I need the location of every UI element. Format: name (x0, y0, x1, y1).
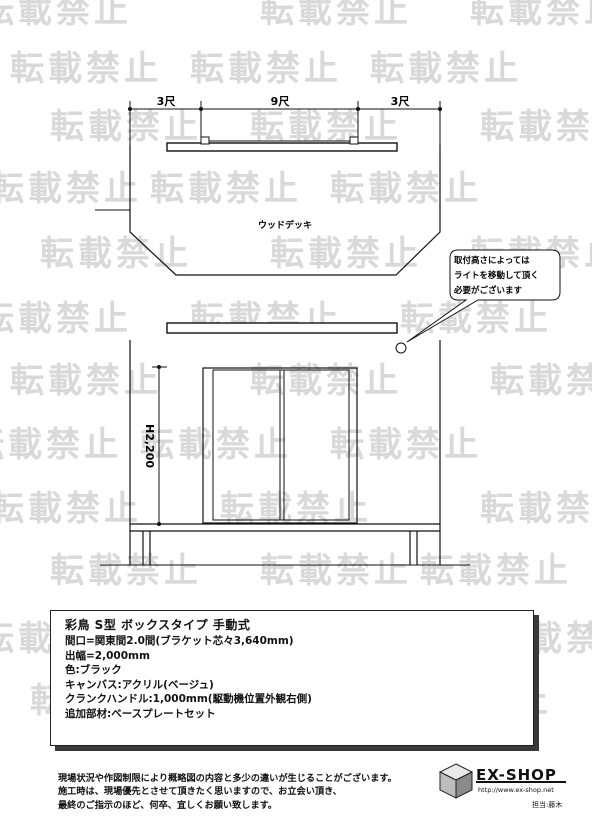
logo-url: http://www.ex-shop.net (478, 786, 554, 794)
watermark-text: 転載禁止 (420, 551, 572, 591)
watermark-text: 転載禁止 (400, 299, 552, 339)
dim-center-label: 9尺 (271, 95, 290, 108)
watermark-text: 転載禁止 (190, 49, 342, 89)
spec-line-frontage: 間口=関東間2.0間(ブラケット芯々3,640mm) (65, 635, 294, 647)
sliding-door (202, 367, 358, 524)
watermark-text: 転載禁止 (150, 169, 302, 209)
watermark-text: 転載禁止 (330, 169, 482, 209)
watermark-text: 転載禁止 (480, 489, 592, 529)
watermark-text: 転載禁止 (260, 0, 412, 31)
watermark-text: 転載禁止 (370, 49, 522, 89)
callout-line-2: ライトを移動して頂く (454, 270, 539, 281)
floor-plan-drawing: 3尺 9尺 3尺 ウッドデッキ 取付高さによっては ライトを移動して頂く 必要が… (95, 95, 561, 566)
spec-line-parts: 追加部材:ベースプレートセット (65, 707, 216, 720)
note-line-2: 施工時は、現場優先とさせて頂きたく思いますので、お立会い頂き、 (58, 786, 342, 798)
watermark-text: 転載禁止 (40, 234, 192, 274)
spec-line-canvas: キャンバス:アクリル(ベージュ) (65, 678, 214, 691)
watermark-text: 転載禁止 (270, 234, 422, 274)
dim-height-label: H2,200 (143, 424, 156, 468)
watermark-text: 転載禁止 (0, 0, 132, 31)
watermark-text: 転載禁止 (0, 169, 142, 209)
watermark-text: 転載禁止 (330, 425, 482, 465)
notes: 現場状況や作図制限により概略図の内容と多少の違いが生じることがございます。 施工… (58, 772, 438, 812)
bracket-left (200, 136, 210, 145)
callout-line-1: 取付高さによっては (454, 255, 530, 266)
watermark-text: 転載禁止 (50, 551, 202, 591)
watermark-text: 転載禁止 (0, 489, 142, 529)
note-line-1: 現場状況や作図制限により概略図の内容と多少の違いが生じることがございます。 (58, 773, 397, 784)
callout-line-3: 必要がございます (453, 285, 523, 296)
ex-shop-logo: EX-SHOP http://www.ex-shop.net 担当:藤木 (436, 760, 576, 820)
watermark-text: 転載禁止 (0, 425, 122, 465)
logo-underline (476, 781, 566, 783)
bracket-right (349, 136, 359, 145)
watermark-text: 転載禁止 (490, 361, 592, 401)
light-fixture (395, 342, 407, 354)
deck-elevation (100, 523, 470, 566)
spec-title: 彩鳥 S型 ボックスタイプ 手動式 (65, 618, 251, 632)
watermark-text: 転載禁止 (10, 361, 162, 401)
watermark-text: 転載禁止 (470, 0, 592, 31)
cube-logo-icon (438, 763, 474, 799)
watermark-text: 転載禁止 (220, 489, 372, 529)
dimension-height-tick-top (157, 365, 161, 369)
dimension-height-tick-bottom (157, 522, 161, 526)
watermark-text: 転載禁止 (250, 107, 402, 147)
awning-box-elevation (166, 322, 398, 334)
wood-deck-label: ウッドデッキ (258, 219, 312, 231)
watermark-text: 転載禁止 (0, 299, 132, 339)
watermark-text: 転載禁止 (10, 49, 162, 89)
staff-label: 担当:藤木 (532, 801, 563, 809)
logo-name: EX-SHOP (476, 766, 557, 784)
dim-left-label: 3尺 (157, 95, 176, 108)
watermark-text: 転載禁止 (50, 107, 202, 147)
watermark-text: 転載禁止 (260, 551, 412, 591)
watermark-text: 転載禁止 (480, 107, 592, 147)
spec-line-projection: 出幅=2,000mm (65, 649, 150, 662)
awning-box-plan (166, 142, 398, 152)
spec-line-crank: クランクハンドル:1,000mm(駆動機位置外観右側) (65, 693, 312, 706)
watermark-text: 転載禁止 (140, 425, 292, 465)
dim-right-label: 3尺 (391, 95, 410, 108)
note-line-3: 最終のご指示のほど、何卒、宜しくお願い致します。 (58, 799, 278, 811)
spec-line-color: 色:ブラック (65, 664, 122, 677)
wood-deck-outline (129, 145, 441, 276)
spec-box: 彩鳥 S型 ボックスタイプ 手動式 間口=関東間2.0間(ブラケット芯々3,64… (50, 610, 534, 746)
callout-bubble (406, 249, 561, 343)
dimension-ticks (128, 107, 442, 111)
